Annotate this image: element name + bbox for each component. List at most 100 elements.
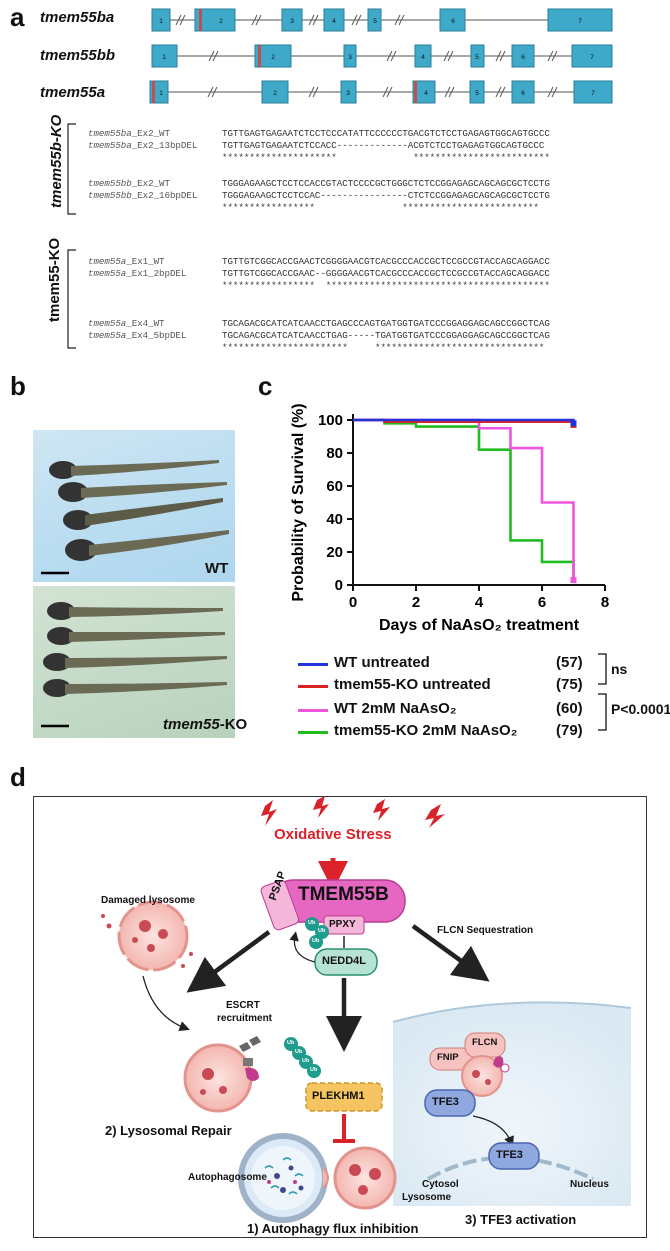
alignment-suffix: _Ex1_2bpDEL (126, 268, 187, 279)
alignment-sequence: ***************** **********************… (222, 280, 550, 291)
ub-cluster-1 (305, 917, 329, 949)
legend-count: (79) (556, 722, 583, 739)
alignment-sequence: *********************** ****************… (222, 342, 545, 353)
legend-label: WT 2mM NaAsO₂ (334, 700, 457, 717)
exon (412, 80, 436, 104)
autophagy-inhibition-label: 1) Autophagy flux inhibition (247, 1221, 419, 1236)
lysosomal-repair-label: 2) Lysosomal Repair (105, 1123, 232, 1138)
mechanism-diagram (101, 796, 632, 1223)
alignment-suffix: _Ex2_WT (131, 128, 170, 139)
y-axis-label: Probability of Survival (%) (290, 403, 307, 601)
alignment-name: tmem55ba_Ex2_13bpDEL (88, 140, 197, 151)
alignment-gene: tmem55bb (88, 178, 132, 189)
alignment-name: tmem55a_Ex1_WT (88, 256, 165, 267)
ko-label-tmem55b-text: tmem55b-KO (48, 114, 65, 208)
svg-text:6: 6 (521, 54, 525, 61)
series-line (353, 418, 575, 581)
alignment-gene: tmem55ba (88, 128, 132, 139)
tfe3-activation-label: 3) TFE3 activation (465, 1212, 577, 1227)
x-tick-label: 0 (349, 594, 357, 611)
legend-swatch (298, 663, 328, 666)
svg-text:2: 2 (273, 90, 277, 97)
svg-text:5: 5 (475, 90, 479, 97)
ub-cluster-2 (284, 1037, 321, 1078)
exon (323, 8, 345, 32)
exon (439, 8, 466, 32)
tmem55b-label: TMEM55B (298, 884, 389, 905)
legend-brackets (598, 653, 607, 731)
series-end-marker (570, 577, 577, 584)
alignment-name: tmem55bb_Ex2_WT (88, 178, 170, 189)
alignment-gene: tmem55a (88, 256, 127, 267)
alignment-gene: tmem55ba (88, 140, 132, 151)
ppxy-label: PPXY (329, 919, 356, 930)
exon (151, 44, 178, 68)
recruitment-label: recruitment (217, 1013, 273, 1024)
legend-label: tmem55-KO untreated (334, 676, 491, 693)
alignment-suffix: _Ex4_WT (126, 318, 165, 329)
svg-text:4: 4 (332, 18, 336, 25)
alignment-name: tmem55a_Ex4_5bpDEL (88, 330, 186, 341)
legend-swatch (298, 709, 328, 712)
wt-photo-label: WT (205, 560, 229, 577)
exon (511, 80, 535, 104)
stat-ns: ns (611, 661, 628, 677)
ko-photo-label-italic: tmem55 (163, 716, 220, 733)
ko-photo-label-suffix: -KO (219, 716, 248, 733)
legend-swatch (298, 731, 328, 734)
alignment-gene: tmem55a (88, 318, 127, 329)
svg-text:3: 3 (290, 18, 294, 25)
exon (194, 8, 236, 32)
diagram-frame (33, 796, 647, 1238)
x-tick-label: 6 (538, 594, 546, 611)
svg-text:1: 1 (159, 18, 163, 25)
y-tick-label: 80 (326, 445, 343, 462)
exon (367, 8, 382, 32)
alignment-suffix: _Ex2_16bpDEL (131, 190, 198, 201)
svg-text:3: 3 (346, 90, 350, 97)
svg-text:5: 5 (373, 18, 377, 25)
panel-label-b: b (10, 371, 26, 401)
alignment-sequence: TGGGAGAAGCTCCTCCAC----------------CTCTCC… (222, 190, 550, 201)
alignment-gene: tmem55a (88, 268, 127, 279)
x-tick-label: 8 (601, 594, 609, 611)
series-end-marker (570, 420, 577, 427)
svg-text:2: 2 (219, 18, 223, 25)
y-tick-label: 40 (326, 511, 343, 528)
alignment-gene: tmem55bb (88, 190, 132, 201)
lysosome-label: Lysosome (402, 1192, 452, 1203)
alignment-name: tmem55bb_Ex2_16bpDEL (88, 190, 197, 201)
ub-label-5: Ub (295, 1049, 303, 1055)
svg-text:3: 3 (348, 54, 352, 61)
ko-larvae-photo (33, 586, 235, 738)
y-tick-label: 100 (318, 412, 343, 429)
gene-label-tmem55a: tmem55a (40, 84, 106, 101)
tfe3-label-nucleus: TFE3 (496, 1149, 523, 1161)
alignment-gene: tmem55a (88, 330, 127, 341)
svg-text:7: 7 (578, 18, 582, 25)
alignment-suffix: _Ex2_WT (131, 178, 170, 189)
oxidative-stress-label: Oxidative Stress (274, 826, 392, 843)
exon (414, 44, 432, 68)
alignment-sequence: TGCAGACGCATCATCAACCTGAGCCCAGTGATGGTGATCC… (222, 318, 550, 329)
exon (340, 80, 357, 104)
ko-larvae-image (41, 602, 227, 728)
alignment-sequence: TGTTGAGTGAGAATCTCCTCCCATATTCCCCCCTGACGTC… (222, 128, 550, 139)
plekhm1-label: PLEKHM1 (312, 1090, 365, 1102)
series-line (353, 418, 575, 581)
svg-text:6: 6 (521, 90, 525, 97)
exon (571, 44, 613, 68)
alignment-name: tmem55ba_Ex2_WT (88, 128, 170, 139)
alignment-suffix: _Ex1_WT (126, 256, 165, 267)
ko-brackets (67, 123, 76, 349)
flcn-sequestration-label: FLCN Sequestration (437, 925, 534, 936)
exon (281, 8, 303, 32)
alignment-name: tmem55a_Ex1_2bpDEL (88, 268, 186, 279)
exon (343, 44, 357, 68)
alignment-suffix: _Ex4_5bpDEL (126, 330, 187, 341)
exon (261, 80, 289, 104)
alignment-sequence: ***************** **********************… (222, 202, 539, 213)
alignment-sequence: TGTTGTCGGCACCGAAC--GGGGAACGTCACGCCCACCGC… (222, 268, 550, 279)
